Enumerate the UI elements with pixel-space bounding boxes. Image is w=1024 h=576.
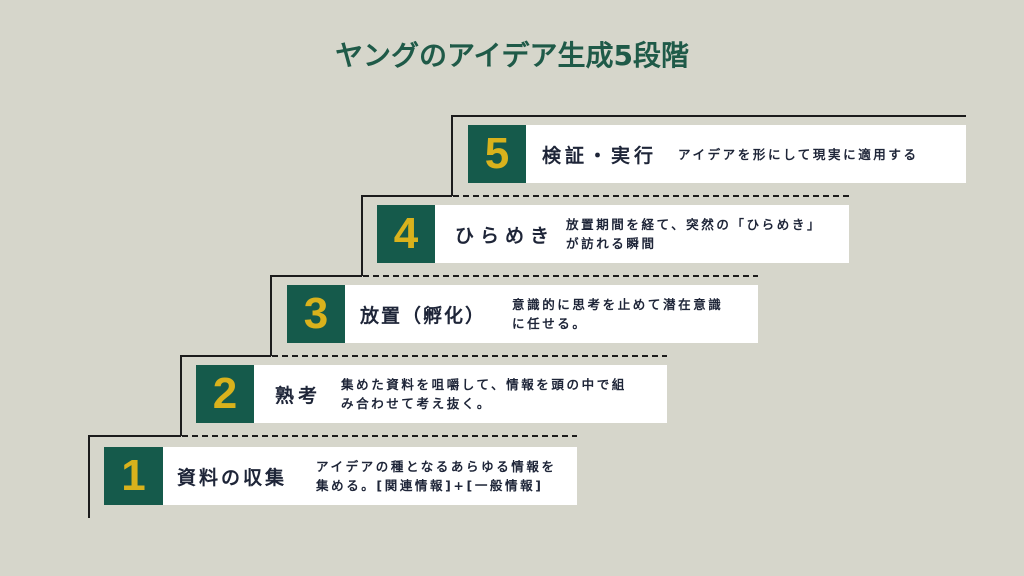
stair-riser-2 (180, 355, 182, 436)
step-card: 放置（孵化） 意識的に思考を止めて潜在意識 に任せる。 (345, 285, 758, 343)
step-number-box: 3 (287, 285, 345, 343)
step-description: 放置期間を経て、突然の「ひらめき」 が訪れる瞬間 (566, 217, 823, 251)
stair-dashed-guide-3 (363, 275, 758, 277)
stair-riser-4 (361, 195, 363, 276)
step-card: 熟考 集めた資料を咀嚼して、情報を頭の中で組 み合わせて考え抜く。 (254, 365, 667, 423)
stair-tread-5 (451, 115, 966, 117)
step-number-box: 1 (104, 447, 163, 505)
stair-tread-1 (88, 435, 181, 437)
step-number-box: 2 (196, 365, 254, 423)
step-title: ひらめき (455, 224, 556, 247)
step-title: 熟考 (275, 384, 322, 407)
step-description: アイデアを形にして現実に適用する (678, 146, 919, 162)
stair-tread-3 (270, 275, 362, 277)
step-card: 資料の収集 アイデアの種となるあらゆる情報を 集める。[関連情報]+[一般情報] (163, 447, 577, 505)
step-description: アイデアの種となるあらゆる情報を 集める。[関連情報]+[一般情報] (316, 459, 557, 493)
step-title: 検証・実行 (542, 144, 658, 167)
page-title: ヤングのアイデア生成5段階 (334, 39, 690, 72)
stair-riser-3 (270, 275, 272, 356)
step-title: 資料の収集 (177, 466, 288, 489)
step-number-box: 4 (377, 205, 435, 263)
stair-tread-2 (180, 355, 271, 357)
stair-riser-5 (451, 115, 453, 196)
step-title: 放置（孵化） (360, 304, 487, 327)
stair-dashed-guide-1 (182, 435, 577, 437)
stair-dashed-guide-2 (272, 355, 667, 357)
step-number-box: 5 (468, 125, 526, 183)
step-card: ひらめき 放置期間を経て、突然の「ひらめき」 が訪れる瞬間 (435, 205, 849, 263)
stair-riser-1 (88, 435, 90, 518)
step-description: 意識的に思考を止めて潜在意識 に任せる。 (512, 297, 724, 331)
stair-tread-4 (361, 195, 452, 197)
step-description: 集めた資料を咀嚼して、情報を頭の中で組 み合わせて考え抜く。 (341, 377, 627, 411)
stair-dashed-guide-4 (453, 195, 850, 197)
step-card: 検証・実行 アイデアを形にして現実に適用する (526, 125, 966, 183)
